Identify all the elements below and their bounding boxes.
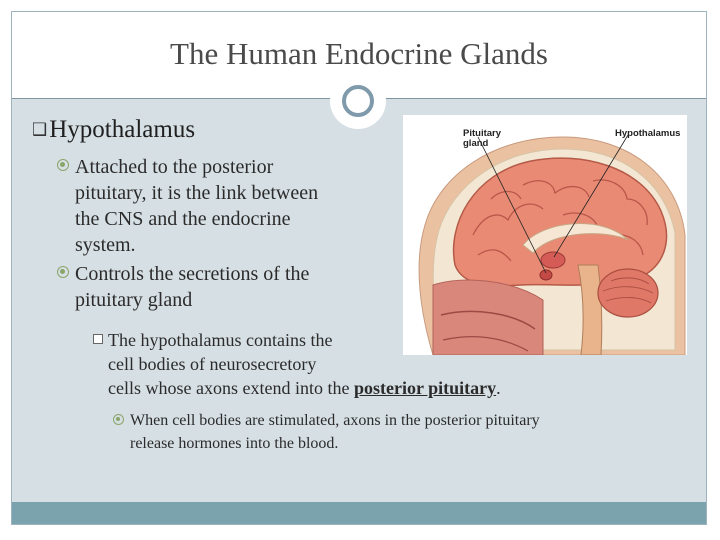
footer-bar bbox=[12, 502, 706, 524]
sub-bullet-line-3-suffix: . bbox=[496, 378, 501, 398]
bullet-1-line-1: Attached to the posterior bbox=[75, 156, 274, 178]
pituitary-label: Pituitary gland bbox=[463, 129, 501, 149]
brain-illustration: Pituitary gland Hypothalamus bbox=[403, 115, 687, 356]
pituitary-label-line-2: gland bbox=[463, 138, 489, 149]
bullet-1-line-3: the CNS and the endocrine bbox=[75, 208, 291, 230]
hypothalamus-label: Hypothalamus bbox=[615, 128, 681, 139]
pituitary-label-line-1: Pituitary bbox=[463, 128, 502, 139]
slide-content: ❑Hypothalamus Attached to the posterior … bbox=[12, 12, 706, 524]
slide: The Human Endocrine Glands ❑Hypothalamus… bbox=[11, 11, 707, 525]
bullet-item-1: Attached to the posterior pituitary, it … bbox=[57, 154, 385, 258]
sub-bullet-line-1: The hypothalamus contains the bbox=[108, 330, 333, 350]
checkbox-bullet-icon: ❑ bbox=[32, 120, 48, 140]
circle-ring-icon bbox=[342, 85, 374, 117]
slide-title: The Human Endocrine Glands bbox=[170, 36, 548, 71]
sub-bullet-item: The hypothalamus contains the cell bodie… bbox=[93, 328, 648, 400]
heading-text: Hypothalamus bbox=[49, 116, 196, 143]
heading-item: ❑Hypothalamus bbox=[32, 116, 195, 144]
sub-sub-bullet-line-1: When cell bodies are stimulated, axons i… bbox=[130, 412, 540, 429]
circle-bullet-icon bbox=[57, 266, 69, 278]
bullet-item-2: Controls the secretions of the pituitary… bbox=[57, 261, 385, 313]
posterior-pituitary-emphasis: posterior pituitary bbox=[353, 378, 497, 398]
sub-bullet-line-3-prefix: cells whose axons extend into the bbox=[108, 378, 354, 398]
bullet-1-line-2: pituitary, it is the link between bbox=[75, 182, 319, 204]
sub-sub-bullet-item: When cell bodies are stimulated, axons i… bbox=[113, 409, 710, 455]
bullet-2-line-2: pituitary gland bbox=[75, 289, 193, 311]
bullet-2-line-1: Controls the secretions of the bbox=[75, 263, 310, 285]
bullet-1-line-4: system. bbox=[75, 234, 136, 256]
circle-bullet-icon bbox=[57, 159, 69, 171]
brain-sagittal-image bbox=[418, 134, 686, 356]
circle-bullet-icon bbox=[113, 414, 124, 425]
square-bullet-icon bbox=[93, 334, 103, 344]
sub-sub-bullet-line-2: release hormones into the blood. bbox=[130, 435, 339, 452]
sub-bullet-line-2: cell bodies of neurosecretory bbox=[108, 354, 317, 374]
sub-bullet-line-3: cells whose axons extend into the poster… bbox=[108, 376, 648, 400]
